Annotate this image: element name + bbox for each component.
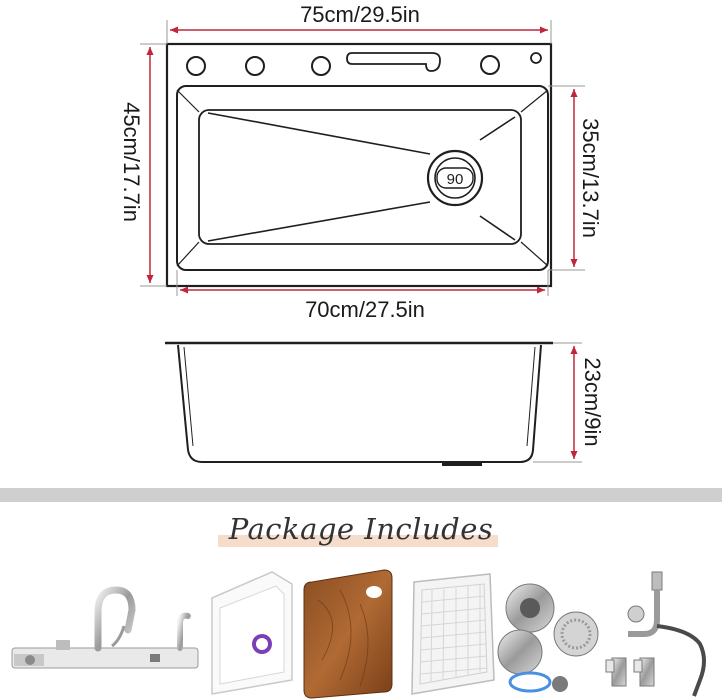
drain-label-box (436, 167, 474, 189)
sink-dimension-diagram: 90 75cm/29.5in 45cm/17.7in 35cm/13.7in 7… (119, 2, 605, 466)
sink-outer-rim (165, 42, 553, 288)
height-label: 23cm/9in (580, 357, 605, 446)
faucet-hole-icon (186, 56, 206, 76)
soap-tray-icon (211, 571, 293, 695)
inner-depth-dimension: 35cm/13.7in (548, 85, 603, 271)
drain-outlet (442, 461, 482, 466)
sink-side-view: 23cm/9in (165, 341, 605, 466)
faucet-hole-icon (245, 56, 265, 76)
package-items-row (11, 569, 706, 699)
strainer-parts-icon (497, 583, 599, 693)
outer-depth-dimension: 45cm/17.7in (119, 43, 167, 287)
package-includes-header: Package Includes (0, 508, 722, 552)
drain-inner-ring (434, 157, 476, 199)
inner-depth-label: 35cm/13.7in (578, 118, 603, 238)
outer-depth-label: 45cm/17.7in (119, 102, 144, 222)
top-width-label: 75cm/29.5in (300, 2, 420, 27)
section-separator (0, 488, 722, 502)
drain-size-label: 90 (447, 171, 464, 188)
sink-side-profile (177, 344, 542, 463)
bowl-corner-lines (176, 89, 549, 267)
drain-slope-lines (207, 112, 516, 242)
package-includes-title: Package Includes (228, 512, 494, 546)
drain-rack-icon (411, 573, 495, 695)
drain-icon (426, 149, 484, 207)
cup-rinser-slot-icon (346, 52, 441, 72)
faucet-panel-icon (11, 586, 199, 669)
cutting-board-icon (303, 569, 393, 699)
title-highlight (218, 535, 498, 547)
sink-bowl-inner (198, 109, 522, 245)
inner-width-label: 70cm/27.5in (305, 297, 425, 322)
inner-width-dimension: 70cm/27.5in (176, 270, 549, 322)
sink-bowl-outer (176, 85, 549, 271)
sink-top-view: 90 (165, 42, 553, 288)
faucet-hole-icon (311, 56, 331, 76)
faucet-hole-icon (530, 52, 542, 64)
top-width-dimension: 75cm/29.5in (166, 2, 552, 44)
drain-pipe-valves-icon (605, 571, 706, 697)
faucet-hole-icon (480, 55, 500, 75)
